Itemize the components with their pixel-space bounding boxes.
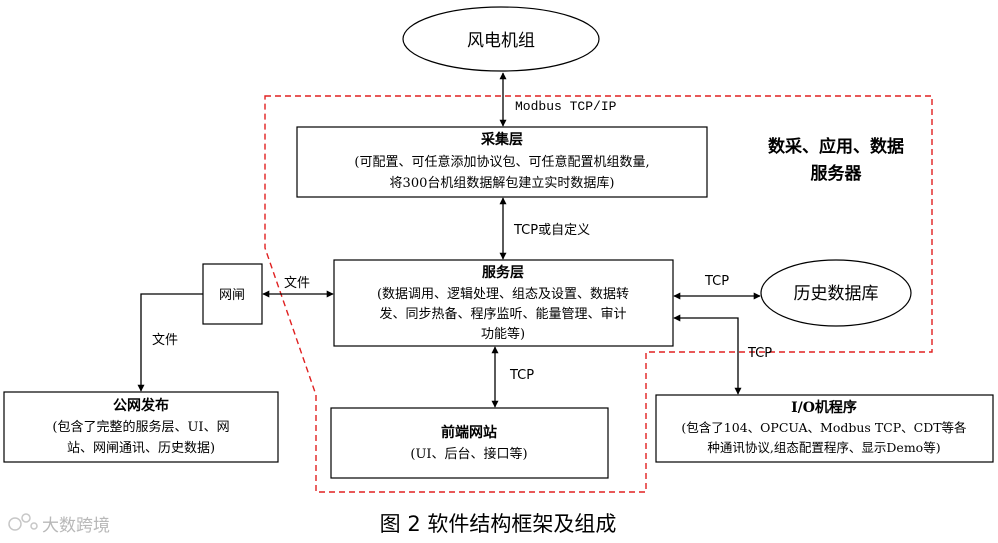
file-gateway-label: 文件 [284, 276, 310, 291]
service-layer-title: 服务层 [482, 264, 524, 281]
collection-layer-node [296, 126, 708, 198]
modbus-label: Modbus TCP/IP [515, 99, 617, 114]
server-boundary [264, 95, 933, 493]
watermark-text: 大数跨境 [42, 516, 110, 536]
tcp-custom-label: TCP或自定义 [513, 223, 590, 238]
io-program-node [655, 394, 994, 463]
gateway-label: 网闸 [219, 288, 245, 303]
file-public-label: 文件 [152, 333, 178, 348]
tcp-io-connector [673, 314, 742, 395]
public-release-title: 公网发布 [113, 397, 169, 414]
file-public-connector [137, 293, 203, 392]
wind-farm-node [402, 6, 600, 72]
tcp-history-label: TCP [704, 274, 729, 289]
collection-layer-title: 采集层 [480, 131, 523, 148]
service-layer-desc-3: 功能等) [481, 326, 525, 342]
public-release-desc-2: 站、网闸通讯、历史数据) [67, 441, 215, 456]
figure-caption: 图 2 软件结构框架及组成 [380, 512, 617, 536]
tcp-io-label: TCP [747, 346, 772, 361]
frontend-website-desc: (UI、后台、接口等) [410, 446, 527, 462]
io-program-title: I/O机程序 [791, 399, 857, 416]
boundary-label-line2: 服务器 [811, 163, 863, 184]
wind-farm-label: 风电机组 [467, 31, 535, 51]
public-release-desc-1: (包含了完整的服务层、UI、网 [52, 419, 229, 435]
collection-layer-desc-2: 将300台机组数据解包建立实时数据库) [390, 175, 615, 191]
public-release-node [3, 391, 279, 463]
watermark-logo-icon [8, 513, 38, 531]
frontend-website-node [330, 407, 609, 479]
collection-layer-desc-1: (可配置、可任意添加协议包、可任意配置机组数量, [354, 154, 649, 170]
gateway-node [202, 263, 263, 325]
service-layer-node [333, 259, 674, 347]
history-database-node [760, 259, 912, 327]
boundary-label-line1: 数采、应用、数据 [768, 136, 904, 157]
service-layer-desc-2: 发、同步热备、程序监听、能量管理、审计 [379, 306, 626, 322]
io-program-desc-2: 种通讯协议,组态配置程序、显示Demo等) [707, 440, 940, 455]
tcp-frontend-label: TCP [509, 368, 534, 383]
io-program-desc-1: (包含了104、OPCUA、Modbus TCP、CDT等各 [681, 420, 967, 435]
frontend-website-title: 前端网站 [441, 424, 497, 441]
service-layer-desc-1: (数据调用、逻辑处理、组态及设置、数据转 [377, 287, 629, 302]
history-database-label: 历史数据库 [794, 284, 879, 304]
